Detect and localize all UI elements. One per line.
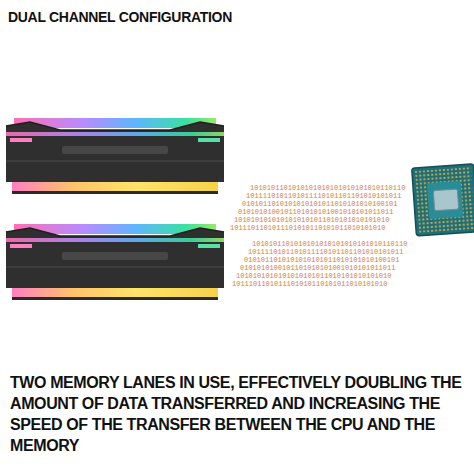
binary-stream: 1010101010101010101011010101010101010 [234,216,389,224]
binary-stream: 1010101101010101010101010101010110110 [252,240,407,248]
binary-stream: 1011101101011101010110101011010101010 [232,280,387,288]
caption: TWO MEMORY LANES IN USE, EFFECTIVELY DOU… [10,372,464,456]
title: DUAL CHANNEL CONFIGURATION [8,9,232,25]
ram-stick-upper [6,118,224,194]
binary-stream: 1011110101101011110101101101010101011 [246,192,401,200]
cpu-chip [412,164,474,236]
binary-stream: 1010101101010101010101010101010110110 [250,184,405,192]
binary-stream: 1011101101011101010110101011010101010 [230,224,385,232]
binary-stream: 1011110101101011110101101101010101011 [248,248,403,256]
binary-stream: 0101011010101010101011010101010100101 [244,256,399,264]
ram-stick-lower [6,224,224,300]
binary-stream: 1010101010101010101011010101010101010 [236,272,391,280]
binary-stream: 0101011010101010101011010101010100101 [242,200,397,208]
binary-stream: 0101010100101101010101001010101011011 [238,208,393,216]
binary-stream: 0101010100101101010101001010101011011 [240,264,395,272]
